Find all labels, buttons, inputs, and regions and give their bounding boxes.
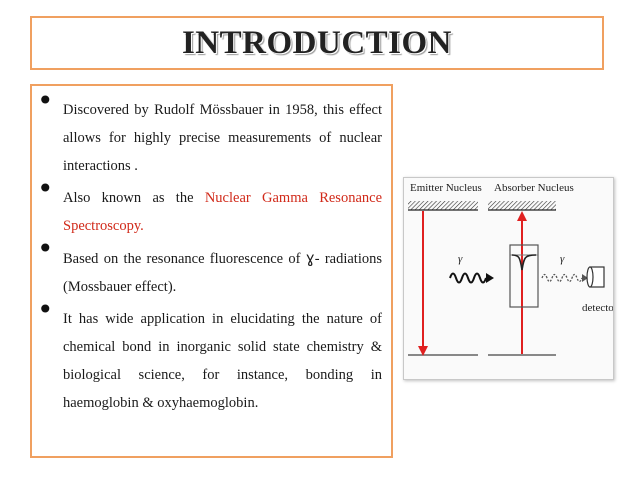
bullet-text: Based on the resonance fluorescence of ɣ…	[63, 244, 382, 301]
emitter-hatch	[408, 201, 478, 210]
bullet-marker: •	[37, 84, 54, 117]
bullet-text: Also known as the Nuclear Gamma Resonanc…	[63, 184, 382, 240]
detector-window	[586, 266, 594, 288]
absorption-arrowhead	[517, 211, 527, 221]
bullet-text-segment: Also known as the	[63, 190, 205, 206]
bullet-text-segment: Based on the resonance fluorescence of	[63, 251, 306, 267]
bullet-text-segment: It has wide application in elucidating t…	[63, 311, 382, 411]
bullet-text: It has wide application in elucidating t…	[63, 305, 382, 417]
absorber-sample	[509, 244, 539, 308]
emission-arrowhead	[418, 346, 428, 356]
emitter-label: Emitter Nucleus	[410, 182, 482, 194]
bullet-marker: •	[37, 293, 54, 326]
detector-label: detector	[582, 302, 613, 314]
absorber-label: Absorber Nucleus	[494, 182, 574, 194]
gamma-wave-emitted	[449, 272, 487, 284]
mossbauer-diagram: Emitter Nucleus Absorber Nucleus γ γ det…	[403, 177, 614, 380]
gamma-label-transmitted: γ	[560, 253, 565, 265]
bullet-text-segment: Discovered by Rudolf Mössbauer in 1958, …	[63, 102, 382, 174]
gamma-wave-transmitted	[541, 273, 583, 283]
bullet-text-segment: - radiations (Mossbauer effect).	[63, 251, 382, 295]
bullet-marker: •	[37, 172, 54, 205]
bullet-text: Discovered by Rudolf Mössbauer in 1958, …	[63, 96, 382, 180]
slide-title: INTRODUCTION	[181, 24, 453, 61]
absorption-dip	[511, 254, 537, 271]
content-box: • Discovered by Rudolf Mössbauer in 1958…	[30, 84, 393, 458]
absorber-hatch	[488, 201, 556, 210]
gamma-symbol: ɣ	[305, 249, 315, 267]
gamma-label-emitted: γ	[458, 253, 463, 265]
highlighted-term: Nuclear Gamma Resonance Spectroscopy.	[63, 190, 382, 234]
bullet-marker: •	[37, 232, 54, 265]
gamma-wave-transmitted-arrowhead	[582, 274, 588, 282]
title-box: INTRODUCTION	[30, 16, 604, 70]
gamma-wave-arrowhead	[486, 273, 494, 283]
mossbauer-diagram-svg: Emitter Nucleus Absorber Nucleus γ γ det…	[408, 182, 613, 356]
